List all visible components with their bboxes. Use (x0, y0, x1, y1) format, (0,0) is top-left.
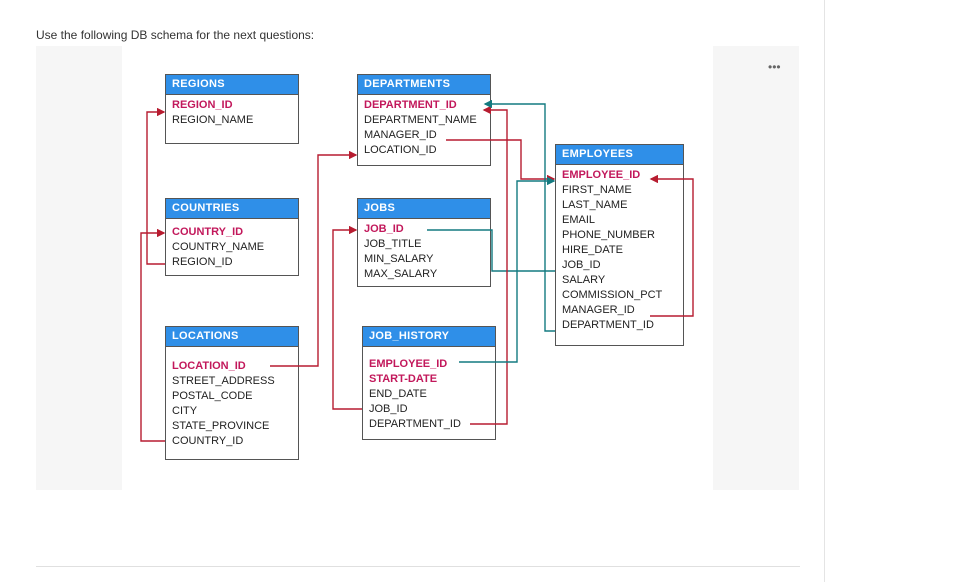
field: CITY (172, 405, 198, 417)
field: STATE_PROVINCE (172, 420, 270, 432)
field: MANAGER_ID (364, 129, 437, 141)
fk-location-department (270, 150, 358, 367)
primary-key-field: REGION_ID (172, 99, 233, 111)
primary-key-field: EMPLOYEE_ID (562, 169, 641, 181)
fk-jobhistory-job (332, 225, 362, 410)
table-header: LOCATIONS (166, 327, 298, 347)
field: COUNTRY_NAME (172, 241, 265, 253)
field: MAX_SALARY (364, 268, 438, 280)
field: REGION_NAME (172, 114, 254, 126)
table-header: COUNTRIES (166, 199, 298, 219)
field: JOB_TITLE (364, 238, 422, 250)
field: DEPARTMENT_NAME (364, 114, 477, 126)
table-header: REGIONS (166, 75, 298, 95)
question-prompt: Use the following DB schema for the next… (36, 28, 315, 42)
field: LAST_NAME (562, 199, 628, 211)
fk-employee-department (483, 99, 555, 332)
field: COUNTRY_ID (172, 435, 244, 447)
right-side-panel (824, 0, 965, 582)
primary-key-field: DEPARTMENT_ID (364, 99, 457, 111)
field: STREET_ADDRESS (172, 375, 275, 387)
field: HIRE_DATE (562, 244, 623, 256)
field: COMMISSION_PCT (562, 289, 663, 301)
field: SALARY (562, 274, 606, 286)
fk-countries-region (146, 107, 166, 265)
field: END_DATE (369, 388, 427, 400)
primary-key-field: JOB_ID (364, 223, 404, 235)
table-job-history: JOB_HISTORY EMPLOYEE_ID START-DATE END_D… (362, 326, 496, 440)
field: JOB_ID (562, 259, 601, 271)
fk-locations-country (140, 228, 166, 442)
fk-employee-manager (649, 174, 694, 317)
field: POSTAL_CODE (172, 390, 253, 402)
field: MIN_SALARY (364, 253, 434, 265)
field: LOCATION_ID (364, 144, 437, 156)
table-locations: LOCATIONS LOCATION_ID STREET_ADDRESS POS… (165, 326, 299, 460)
fk-jobhistory-department (470, 105, 508, 425)
table-countries: COUNTRIES COUNTRY_ID COUNTRY_NAME REGION… (165, 198, 299, 276)
primary-key-field: LOCATION_ID (172, 360, 246, 372)
field: DEPARTMENT_ID (369, 418, 461, 430)
table-regions: REGIONS REGION_ID REGION_NAME (165, 74, 299, 144)
fk-jobhistory-employee (459, 176, 556, 363)
field: JOB_ID (369, 403, 408, 415)
primary-key-field: COUNTRY_ID (172, 226, 244, 238)
more-options-button[interactable]: ••• (768, 60, 781, 74)
primary-key-field: EMPLOYEE_ID (369, 358, 448, 370)
field: FIRST_NAME (562, 184, 632, 196)
table-header: EMPLOYEES (556, 145, 683, 165)
fk-employee-job (427, 229, 555, 272)
table-employees: EMPLOYEES EMPLOYEE_ID FIRST_NAME LAST_NA… (555, 144, 684, 346)
field: EMAIL (562, 214, 596, 226)
table-header: JOBS (358, 199, 490, 219)
field: REGION_ID (172, 256, 233, 268)
field: PHONE_NUMBER (562, 229, 655, 241)
fk-department-manager (446, 139, 556, 184)
table-jobs: JOBS JOB_ID JOB_TITLE MIN_SALARY MAX_SAL… (357, 198, 491, 287)
divider (36, 566, 800, 567)
field: DEPARTMENT_ID (562, 319, 654, 331)
table-departments: DEPARTMENTS DEPARTMENT_ID DEPARTMENT_NAM… (357, 74, 491, 166)
table-header: DEPARTMENTS (358, 75, 490, 95)
table-header: JOB_HISTORY (363, 327, 495, 347)
primary-key-field: START-DATE (369, 373, 438, 385)
field: MANAGER_ID (562, 304, 635, 316)
